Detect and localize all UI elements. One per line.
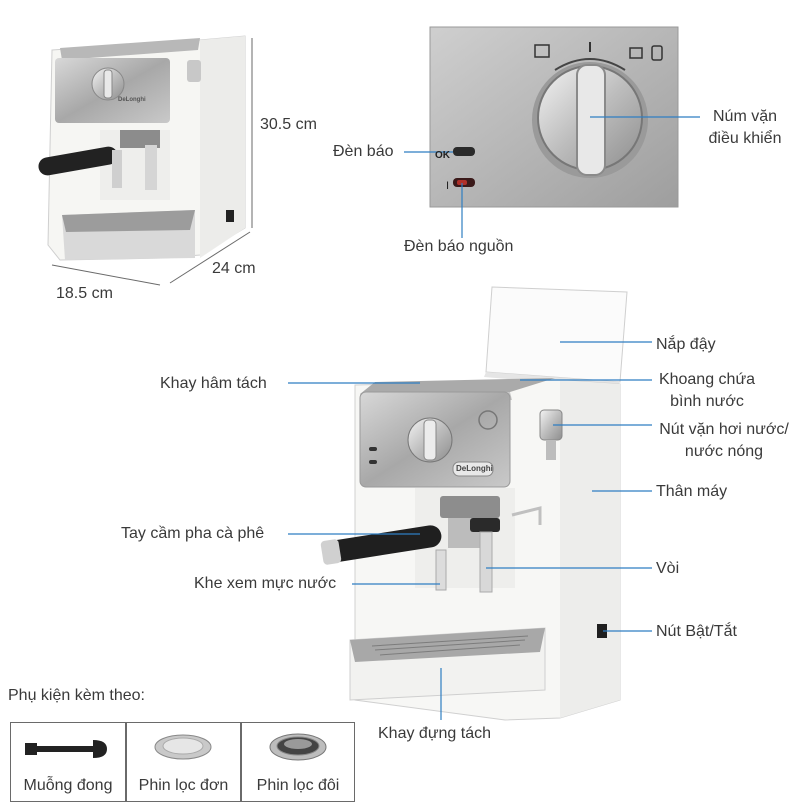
small-machine [38, 35, 246, 261]
power-symbol: I [446, 180, 450, 192]
cup-warmer-label: Khay hâm tách [160, 375, 267, 392]
water-window-label: Khe xem mực nước [194, 575, 337, 592]
steam-label-line2: nước nóng [684, 443, 764, 460]
knob-label-line1: Núm vặn [712, 108, 778, 125]
ok-text: OK [435, 150, 450, 161]
accessory-single-filter: Phin lọc đơn [126, 722, 241, 802]
body-label: Thân máy [656, 483, 728, 500]
accessory-name: Phin lọc đôi [256, 777, 340, 794]
single-filter-icon [154, 734, 212, 760]
measuring-spoon-icon [25, 740, 107, 758]
spout-label: Vòi [656, 560, 680, 577]
depth-dimension: 24 cm [212, 260, 256, 277]
large-machine [320, 286, 628, 721]
accessory-double-filter: Phin lọc đôi [241, 722, 355, 802]
knob-label: Núm vặn điều khiển [700, 106, 790, 150]
portafilter-label: Tay cầm pha cà phê [121, 525, 265, 542]
power-indicator-label: Đèn báo nguồn [404, 238, 514, 255]
brand-logo-large: DeLonghi [456, 464, 493, 473]
indicator-label: Đèn báo [333, 143, 394, 160]
tank-label: Khoang chứa bình nước [652, 369, 762, 413]
height-dimension: 30.5 cm [260, 116, 317, 133]
accessory-measuring-spoon: Muỗng đong [10, 722, 126, 802]
width-dimension: 18.5 cm [56, 285, 113, 302]
accessory-name: Muỗng đong [23, 777, 113, 794]
accessory-name: Phin lọc đơn [138, 777, 229, 794]
lid-label: Nắp đậy [656, 336, 716, 353]
steam-label-line1: Nút vặn hơi nước/ [659, 421, 789, 438]
drip-tray-label: Khay đựng tách [378, 725, 492, 742]
tank-label-line2: bình nước [670, 393, 744, 410]
double-filter-icon [269, 733, 327, 761]
accessories-title: Phụ kiện kèm theo: [8, 687, 145, 704]
knob-label-line2: điều khiển [708, 130, 782, 147]
steam-knob-label: Nút vặn hơi nước/ nước nóng [652, 419, 796, 463]
brand-logo-small: DeLonghi [118, 97, 146, 103]
tank-label-line1: Khoang chứa [658, 371, 756, 388]
power-button-label: Nút Bật/Tắt [656, 623, 737, 640]
control-panel-closeup [429, 26, 679, 208]
